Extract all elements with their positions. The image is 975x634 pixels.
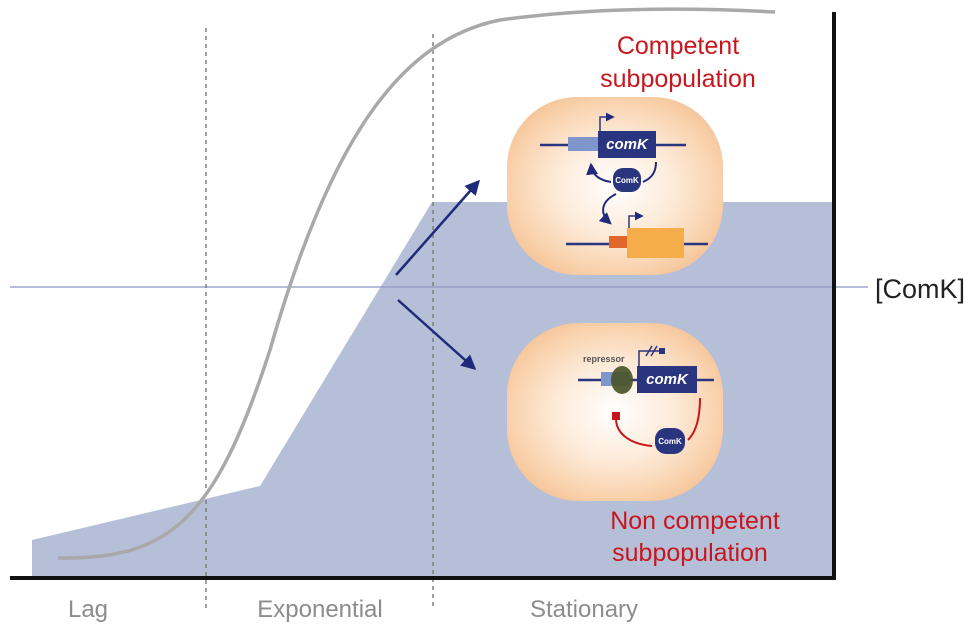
- comk-protein-label: ComK: [658, 437, 682, 446]
- feedback-curve: [642, 161, 657, 183]
- noncompetent-label-line2: subpopulation: [612, 539, 768, 567]
- activation-arrow: [598, 193, 617, 225]
- y-axis-label: [ComK]: [875, 274, 965, 304]
- target-gene-box: [627, 228, 684, 258]
- target-promoter: [609, 236, 629, 248]
- phase-label-exponential: Exponential: [257, 596, 382, 623]
- positive-feedback-arrow: [586, 162, 612, 183]
- comk-gene-label: comK: [646, 371, 689, 388]
- inactive-feedback-curve-2: [687, 397, 701, 441]
- repressor-protein: [611, 366, 633, 394]
- arrow-to-noncompetent: [397, 299, 477, 371]
- phase-label-stationary: Stationary: [530, 596, 638, 623]
- inactive-feedback-end: [612, 412, 620, 420]
- phase-label-lag: Lag: [68, 596, 108, 623]
- transcription-start-arrow: [599, 112, 615, 131]
- comk-protein: [655, 428, 685, 454]
- inactive-feedback-curve: [615, 419, 653, 447]
- repressor-label: repressor: [583, 354, 625, 364]
- comk-gene-box: [637, 366, 697, 393]
- blocked-transcription-arrow: [638, 350, 660, 366]
- arrow-to-competent: [395, 179, 480, 276]
- noncompetent-label-line1: Non competent: [610, 507, 780, 535]
- comk-gene-box: [598, 131, 656, 158]
- competent-label-line2: subpopulation: [600, 65, 756, 93]
- comk-protein: [613, 168, 641, 192]
- comk-gene-label: comK: [606, 136, 649, 153]
- comk-protein-label: ComK: [615, 176, 639, 185]
- block-mark-2: [650, 345, 658, 357]
- block-mark-1: [645, 345, 653, 357]
- competent-cell: comK ComK: [507, 97, 723, 275]
- promoter-box: [568, 137, 600, 151]
- noncompetent-cell: repressor comK ComK: [507, 323, 723, 501]
- competent-label-line1: Competent: [617, 32, 739, 60]
- target-transcription-arrow: [628, 211, 644, 228]
- growth-curve: [57, 7, 776, 560]
- blocked-arrow-tip: [659, 348, 665, 354]
